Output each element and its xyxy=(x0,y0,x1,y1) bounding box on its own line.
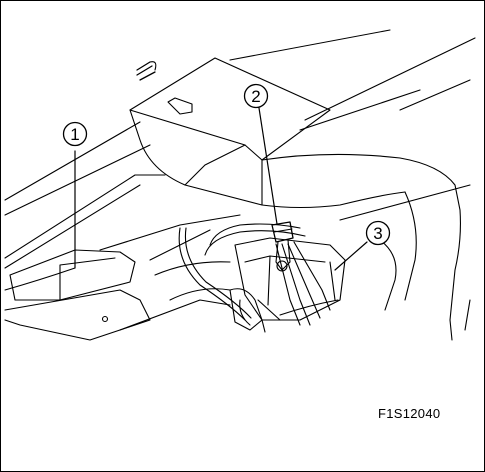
reservoir-cover xyxy=(129,57,331,206)
figure-code: F1S12040 xyxy=(378,406,441,421)
fender-outline xyxy=(261,153,471,341)
body-panel-lines xyxy=(4,29,476,269)
callout-2: 2 xyxy=(243,83,269,109)
reservoir-cap-and-leads xyxy=(271,221,331,326)
battery-tray xyxy=(4,249,151,341)
callout-1: 1 xyxy=(62,121,88,147)
callout-2-label: 2 xyxy=(251,87,260,106)
callout-3-label: 3 xyxy=(373,224,382,243)
bulkhead-lines xyxy=(99,214,241,331)
hose-bundle xyxy=(178,223,306,331)
callout-leaders xyxy=(74,107,368,271)
reservoir-tank xyxy=(234,237,346,333)
callout-1-label: 1 xyxy=(70,125,79,144)
callout-3: 3 xyxy=(365,220,391,246)
